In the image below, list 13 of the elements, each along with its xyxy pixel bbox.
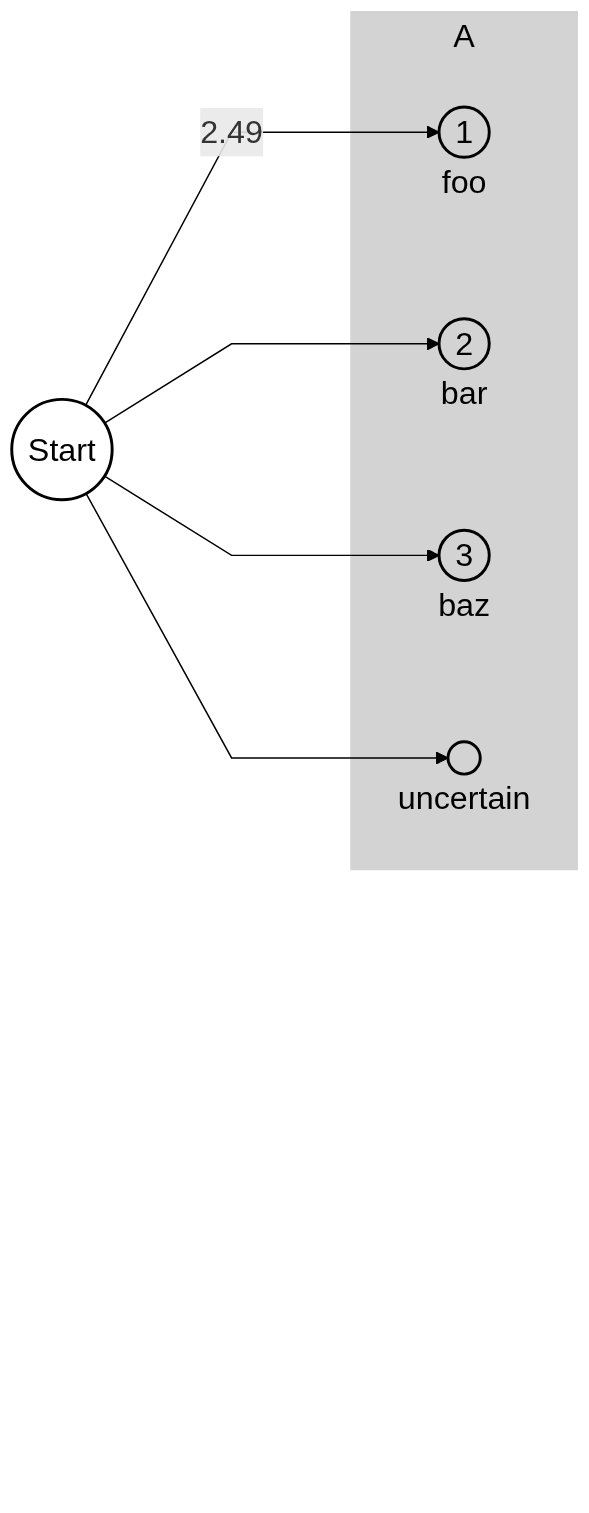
arrow <box>85 492 449 765</box>
node-circle: 2 <box>437 317 491 371</box>
arrow <box>103 475 440 562</box>
node-circle <box>446 740 482 776</box>
node-caption: baz <box>438 586 491 623</box>
node-caption: bar <box>440 375 488 412</box>
arrow <box>103 337 440 424</box>
edge-label: 2.49 <box>200 113 263 151</box>
node-circle: 1 <box>437 105 491 159</box>
node-circle: Start <box>10 397 114 502</box>
node-caption: foo <box>441 163 487 200</box>
node-caption: uncertain <box>397 780 531 817</box>
node-circle: 3 <box>437 528 491 582</box>
